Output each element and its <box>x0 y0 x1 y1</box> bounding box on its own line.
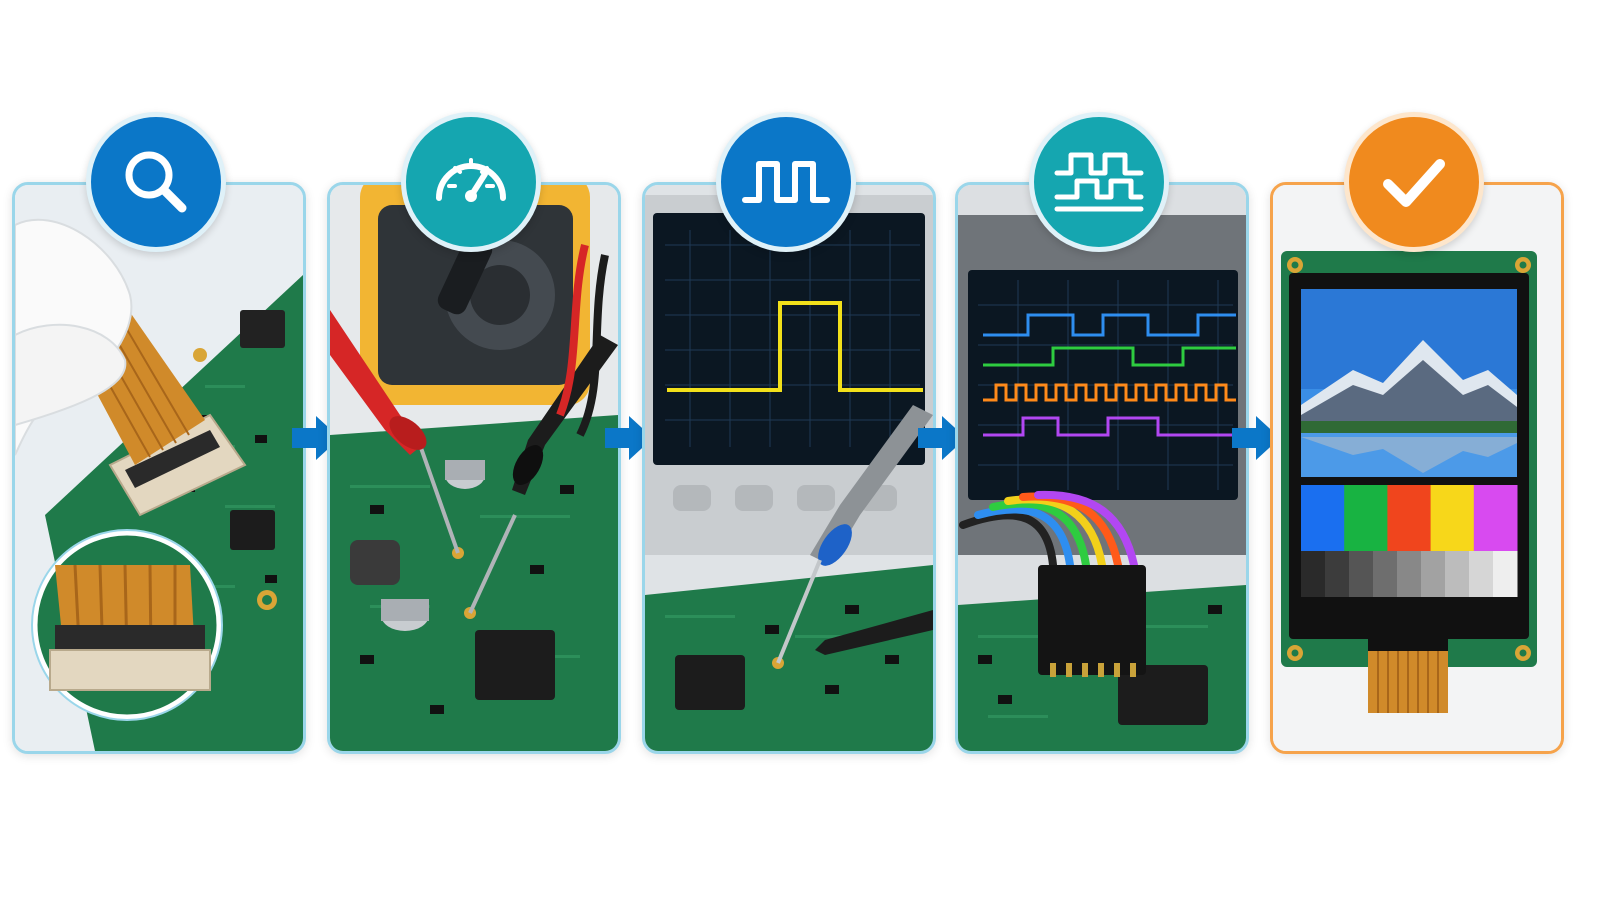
dual-waveform-icon <box>1054 152 1144 212</box>
multimeter-scene <box>330 185 618 751</box>
arrow-right-icon <box>605 416 653 460</box>
step-measure <box>327 0 627 900</box>
color-test-bar <box>1473 485 1518 551</box>
grayscale-test-bar <box>1493 551 1518 597</box>
ribbon-cable-scene <box>15 185 303 751</box>
grayscale-test-bar <box>1469 551 1494 597</box>
logic-trace-green <box>983 346 1236 367</box>
logic-trace-purple <box>983 416 1236 437</box>
grayscale-test-bar <box>1397 551 1422 597</box>
pcb-chip <box>475 630 555 700</box>
step-logic-badge <box>1029 112 1169 252</box>
pcb-chip <box>1118 665 1208 725</box>
color-test-bars <box>1301 485 1518 551</box>
flow-arrow-3 <box>916 412 968 464</box>
square-wave-icon <box>742 161 830 203</box>
pcb-chip <box>230 510 275 550</box>
step-inspect-card <box>12 182 306 754</box>
grayscale-test-bar <box>1445 551 1470 597</box>
step-inspect-badge <box>86 112 226 252</box>
step-logic-card <box>955 182 1249 754</box>
color-test-bar <box>1344 485 1388 551</box>
grayscale-test-bar <box>1349 551 1374 597</box>
step-signal <box>642 0 942 900</box>
step-inspect <box>12 0 312 900</box>
grayscale-test-bar <box>1421 551 1446 597</box>
arrow-right-icon <box>1232 416 1280 460</box>
inductor <box>350 540 400 585</box>
color-test-bar <box>1387 485 1432 551</box>
magnifier-icon <box>125 151 187 213</box>
grayscale-test-bars <box>1301 551 1518 597</box>
oscilloscope-scene <box>645 185 933 751</box>
step-signal-badge <box>716 112 856 252</box>
header-connector <box>1038 565 1146 675</box>
logic-trace-blue <box>983 313 1236 337</box>
color-test-bar <box>1430 485 1475 551</box>
checkmark-icon <box>1383 159 1445 207</box>
logic-analyzer-scene <box>958 185 1246 751</box>
ground-clip <box>815 610 933 655</box>
step-measure-badge <box>401 112 541 252</box>
flow-arrow-2 <box>603 412 655 464</box>
pulse-trace <box>667 301 923 392</box>
pcb-chip <box>240 310 285 348</box>
step-signal-card <box>642 182 936 754</box>
scope-screen <box>653 213 925 465</box>
color-test-bar <box>1301 485 1345 551</box>
step-verified-card <box>1270 182 1564 754</box>
step-measure-card <box>327 182 621 754</box>
grayscale-test-bar <box>1301 551 1326 597</box>
logic-trace-orange <box>983 383 1236 402</box>
step-verified-badge <box>1344 112 1484 252</box>
flow-arrow-4 <box>1230 412 1282 464</box>
tft-display-scene <box>1273 185 1561 751</box>
gauge-icon <box>436 158 506 202</box>
grayscale-test-bar <box>1373 551 1398 597</box>
pcb-chip <box>675 655 745 710</box>
arrow-right-icon <box>918 416 966 460</box>
step-verified <box>1270 0 1570 900</box>
grayscale-test-bar <box>1325 551 1350 597</box>
step-logic <box>955 0 1255 900</box>
